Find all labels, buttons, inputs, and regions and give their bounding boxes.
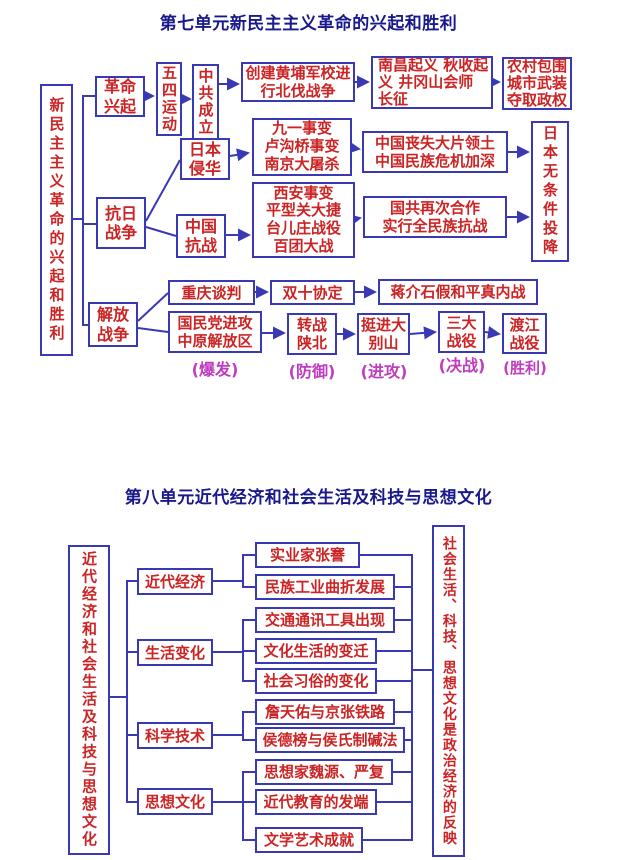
node-national-industry-development: 民族工业曲折发展: [255, 574, 395, 600]
node-chiang-fake-peace-real-civil-war: 蒋介石假和平真内战: [378, 279, 538, 305]
node-zhantianyou-jingzhang-railway: 詹天佑与京张铁路: [255, 699, 395, 725]
node-industrialist-zhangjian: 实业家张謇: [255, 542, 360, 568]
node-double-tenth-agreement: 双十协定: [270, 280, 355, 305]
node-modern-economy: 近代经济: [137, 568, 213, 595]
node-xian-incident-major-battles: 西安事变 平型关大捷 台儿庄战役 百团大战: [252, 182, 355, 258]
node-houdebang-soda-process: 侯德榜与侯氏制碱法: [255, 727, 405, 753]
node-cultural-life-changes: 文化生活的变迁: [255, 638, 377, 664]
node-japan-unconditional-surrender: 日本无条件投降: [531, 121, 569, 262]
node-advance-dabie-mountains: 挺进大 别山: [357, 313, 410, 355]
node-liberation-war: 解放 战争: [88, 302, 138, 347]
node-revolution-rise: 革命 兴起: [95, 76, 145, 117]
node-chongqing-negotiation: 重庆谈判: [168, 280, 255, 305]
node-kmt-ccp-second-cooperation: 国共再次合作 实行全民族抗战: [363, 196, 507, 238]
label-stage-offense: (进攻): [360, 362, 408, 381]
node-rural-encircle-cities: 农村包围 城市武装 夺取政权: [502, 57, 572, 110]
label-stage-outbreak: (爆发): [191, 360, 239, 379]
node-unit7-root: 新民主主义革命的兴起和胜利: [40, 84, 73, 356]
node-social-customs-changes: 社会习俗的变化: [255, 668, 377, 694]
node-incidents-918-lugouqiao-nanjing: 九一事变 卢沟桥事变 南京大屠杀: [252, 118, 352, 176]
unit8-title: 第八单元近代经济和社会生活及科技与思想文化: [124, 488, 493, 508]
unit7-title: 第七单元新民主主义革命的兴起和胜利: [159, 14, 458, 34]
node-three-major-campaigns: 三大 战役: [438, 311, 485, 353]
node-unit8-root: 近代经济和社会生活及科技与思想文化: [68, 545, 110, 855]
node-territory-loss-national-crisis: 中国丧失大片领土 中国民族危机加深: [362, 131, 508, 173]
node-may-fourth-movement: 五四运动: [156, 62, 182, 136]
label-stage-victory: (胜利): [503, 359, 547, 377]
node-china-resistance: 中国 抗战: [176, 214, 226, 258]
node-whampoa-northern-expedition: 创建黄埔军校进 行北伐战争: [241, 62, 355, 102]
node-anti-japanese-war: 抗日 战争: [96, 197, 146, 249]
label-stage-defense: (防御): [288, 362, 336, 381]
node-life-changes: 生活变化: [137, 639, 213, 666]
node-ccp-founding: 中共成立: [192, 64, 219, 140]
label-stage-decisive-battle: (决战): [438, 356, 486, 375]
node-modern-education-origin: 近代教育的发端: [255, 789, 377, 815]
node-ideology-culture: 思想文化: [137, 788, 213, 815]
node-shift-to-northern-shaanxi: 转战 陕北: [287, 313, 337, 355]
node-kmt-attack-central-plains: 国民党进攻 中原解放区: [168, 311, 262, 353]
node-literature-art-achievements: 文学艺术成就: [255, 827, 363, 853]
node-yangtze-crossing-campaign: 渡江 战役: [502, 313, 547, 354]
node-transport-communication-tools: 交通通讯工具出现: [255, 607, 395, 633]
node-uprisings-long-march: 南昌起义 秋收起 义 井冈山会师 长征: [371, 56, 493, 109]
node-japan-invasion: 日本 侵华: [180, 138, 230, 180]
node-thinkers-weiyuan-yanfu: 思想家魏源、严复: [255, 759, 393, 785]
node-science-technology: 科学技术: [137, 722, 213, 749]
node-unit8-conclusion: 社会生活、科技、思想文化是政治经济的反映: [432, 525, 465, 857]
